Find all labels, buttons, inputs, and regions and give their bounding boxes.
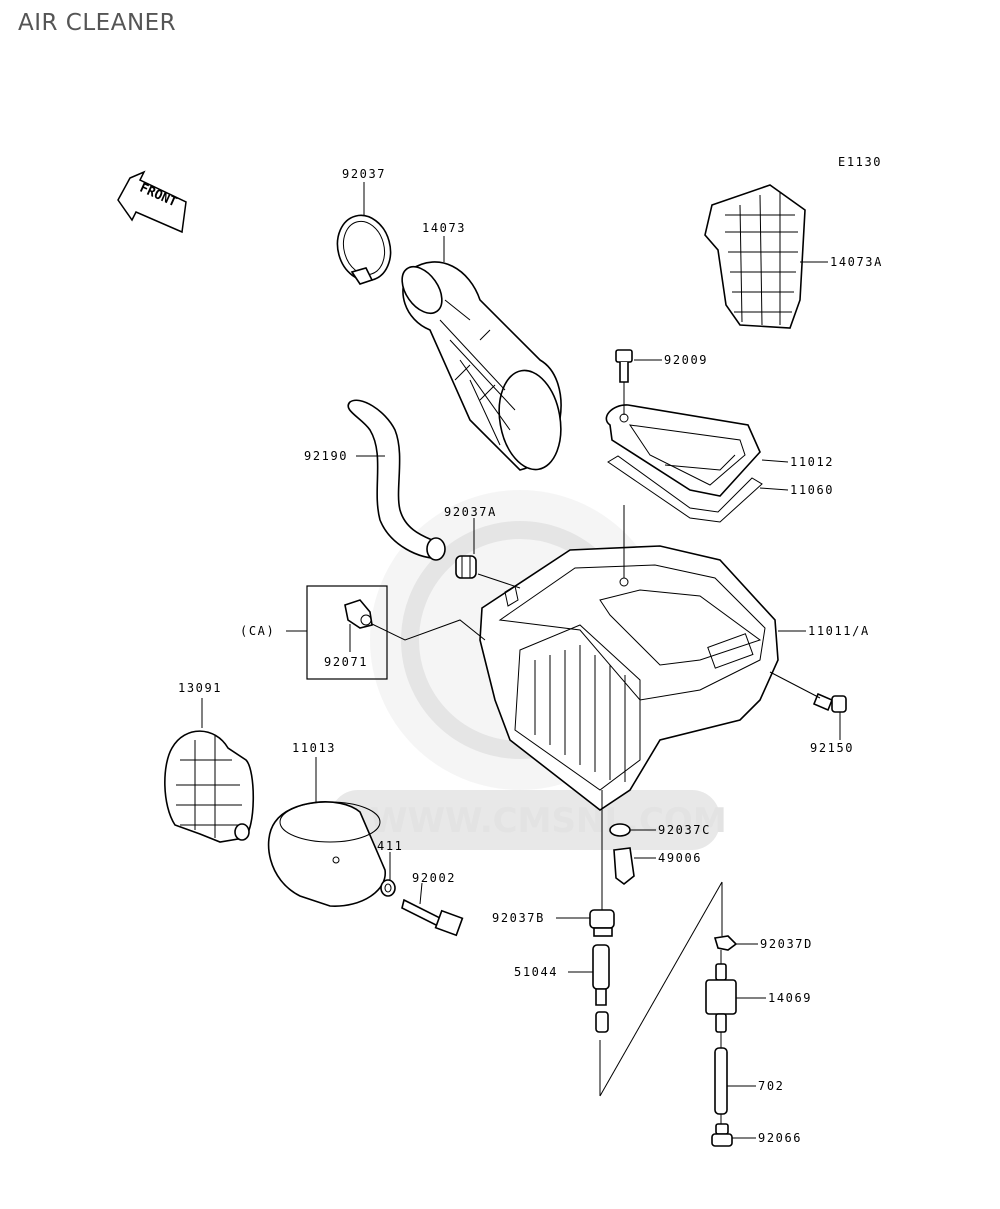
label-411: 411 — [377, 839, 403, 853]
label-92037C: 92037C — [658, 823, 711, 837]
page-title: AIR CLEANER — [18, 10, 177, 36]
case-11011A — [479, 545, 779, 811]
label-702: 702 — [758, 1079, 784, 1093]
bolt-92002 — [401, 898, 464, 937]
label-92037A: 92037A — [444, 505, 497, 519]
label-14069: 14069 — [768, 991, 812, 1005]
label-92009: 92009 — [664, 353, 708, 367]
label-92002: 92002 — [412, 871, 456, 885]
label-51044: 51044 — [514, 965, 558, 979]
label-ca: (CA) — [240, 624, 275, 638]
label-92190: 92190 — [304, 449, 348, 463]
clamp-92037 — [336, 214, 392, 285]
label-11013: 11013 — [292, 741, 336, 755]
label-11060: 11060 — [790, 483, 834, 497]
cover-14073A — [704, 184, 806, 329]
washer-411 — [380, 879, 396, 897]
tube-51044 — [592, 944, 610, 1033]
clip-92037D — [713, 935, 738, 951]
label-92037: 92037 — [342, 167, 386, 181]
clamp-92037B — [589, 909, 615, 937]
bolt-92009 — [615, 349, 633, 383]
label-13091: 13091 — [178, 681, 222, 695]
label-11012: 11012 — [790, 455, 834, 469]
hose-92190 — [347, 399, 446, 561]
label-92037D: 92037D — [760, 937, 813, 951]
part-labels: 92037 14073 14073A 92009 11012 11060 921… — [178, 167, 883, 1145]
label-92150: 92150 — [810, 741, 854, 755]
reference-code: E1130 — [838, 155, 882, 169]
holder-13091 — [164, 730, 255, 843]
bolt-92150 — [812, 692, 847, 713]
duct-14073 — [401, 261, 562, 471]
front-arrow-icon: FRONT — [117, 170, 187, 234]
element-11013 — [267, 801, 386, 907]
label-92071: 92071 — [324, 655, 368, 669]
label-14073A: 14073A — [830, 255, 883, 269]
cap-11012 — [605, 404, 761, 497]
watermark-text: WWW.CMSNL.COM — [370, 801, 727, 841]
leader-lines — [201, 182, 841, 1139]
filter-14069 — [705, 963, 737, 1033]
label-14073: 14073 — [422, 221, 466, 235]
plug-92066 — [711, 1123, 733, 1147]
label-11011A: 11011/A — [808, 624, 870, 638]
gasket-11060 — [607, 455, 763, 523]
hose-702 — [714, 1047, 728, 1115]
plug-92037C — [609, 823, 631, 837]
clamp-92037A — [455, 555, 477, 579]
label-92037B: 92037B — [492, 911, 545, 925]
label-92066: 92066 — [758, 1131, 802, 1145]
ca-box — [306, 585, 388, 680]
cap-49006 — [613, 847, 635, 886]
label-49006: 49006 — [658, 851, 702, 865]
